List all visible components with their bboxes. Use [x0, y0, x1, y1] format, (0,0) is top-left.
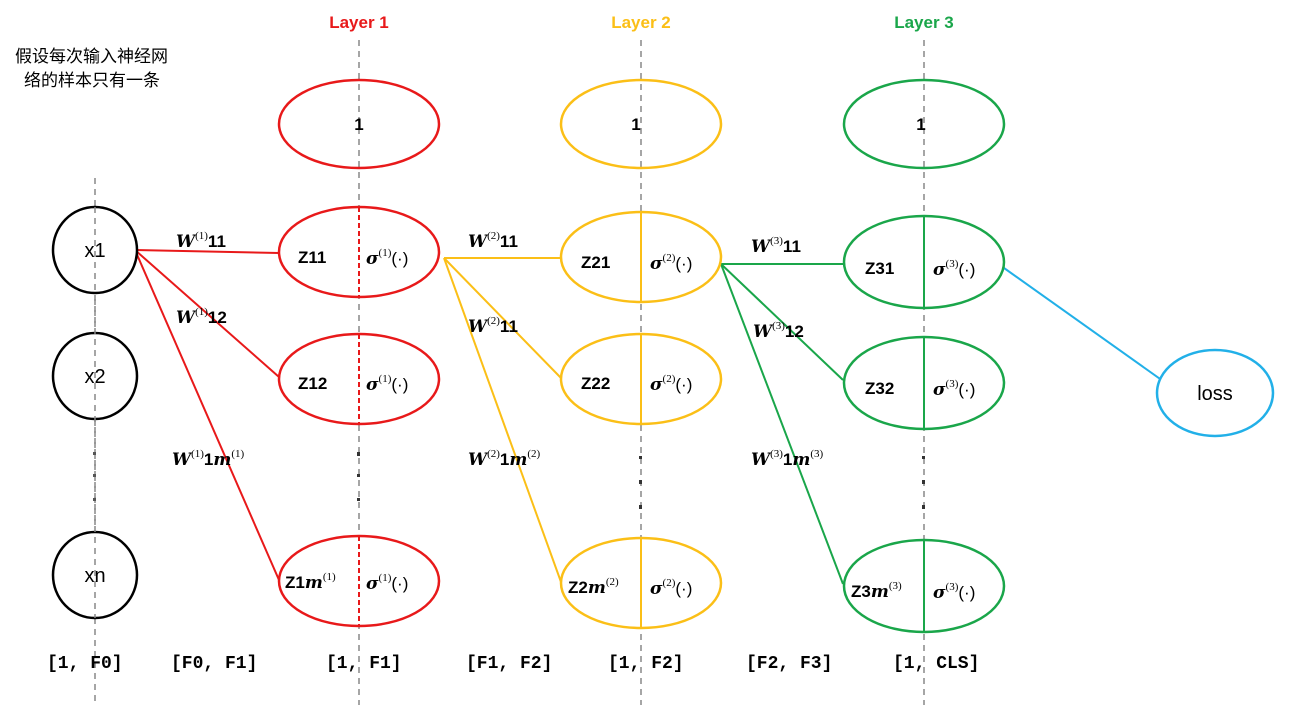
bias-label-layer-1: 1	[354, 115, 363, 134]
weight-label-l1-11: W(1)11	[176, 230, 226, 252]
note-line-1: 假设每次输入神经网	[15, 47, 168, 67]
weight-label-l1-1m: W(1)1m(1)	[172, 448, 245, 470]
sigma-label-z21: σ(2)(·)	[650, 252, 692, 274]
z-label-z31: Z31	[865, 259, 894, 278]
input-nodes	[51, 205, 139, 620]
weight-label-l2-1m: W(2)1m(2)	[468, 448, 541, 470]
sigma-label-z3m: σ(3)(·)	[933, 581, 975, 603]
edge-x1-z11	[134, 249, 280, 254]
z-label-z11: Z11	[298, 248, 326, 267]
loss-label: loss	[1197, 383, 1233, 405]
dim-label-layer-3: [1, CLS]	[893, 654, 979, 674]
sigma-label-z11: σ(1)(·)	[366, 247, 408, 269]
edge-z21-z32	[720, 263, 844, 381]
sigma-label-z22: σ(2)(·)	[650, 373, 692, 395]
layer-1-title: Layer 1	[329, 13, 389, 32]
dim-label-layer-1: [1, F1]	[326, 654, 402, 674]
connections-layer-1	[134, 249, 280, 581]
bias-label-layer-3: 1	[916, 115, 925, 134]
z-label-z3m: Z3m(3)	[851, 580, 902, 602]
weight-label-l3-1m: W(3)1m(3)	[751, 448, 824, 470]
z-label-z1m: Z1m(1)	[285, 571, 336, 593]
sigma-label-z32: σ(3)(·)	[933, 378, 975, 400]
edge-x1-z1m	[134, 249, 280, 581]
edge-x1-z12	[134, 249, 280, 378]
input-label-x2: x2	[84, 366, 105, 388]
dim-label-w2: [F1, F2]	[466, 654, 552, 674]
layer-2-title: Layer 2	[611, 13, 671, 32]
edge-z21-z3m	[720, 263, 844, 585]
note-line-2: 络的样本只有一条	[24, 71, 160, 91]
weight-label-l2-11b: W(2)11	[468, 315, 518, 337]
weight-label-l1-12: W(1)12	[176, 306, 227, 328]
input-ellipsis-dots	[93, 452, 96, 501]
bias-node-layer-1	[277, 78, 441, 170]
guide-lines	[94, 40, 925, 705]
layer-ellipsis-dots	[357, 452, 925, 509]
z-label-z22: Z22	[581, 374, 610, 393]
bias-node-layer-2	[559, 78, 723, 170]
sigma-label-z31: σ(3)(·)	[933, 258, 975, 280]
connections-layer-2	[443, 257, 562, 583]
dim-label-input: [1, F0]	[47, 654, 123, 674]
dim-label-w1: [F0, F1]	[171, 654, 257, 674]
loss-node	[1155, 348, 1275, 438]
input-label-x1: x1	[84, 240, 105, 262]
edge-z11-z22	[443, 257, 562, 379]
weight-label-l3-11: W(3)11	[751, 235, 801, 257]
connections-layer-3	[720, 263, 844, 585]
sigma-label-z12: σ(1)(·)	[366, 373, 408, 395]
edge-z11-z2m	[443, 257, 562, 583]
weight-label-l2-11a: W(2)11	[468, 230, 518, 252]
input-label-xn: xn	[84, 565, 105, 587]
z-label-z12: Z12	[298, 374, 327, 393]
bias-label-layer-2: 1	[631, 115, 640, 134]
dim-label-layer-2: [1, F2]	[608, 654, 684, 674]
dim-label-w3: [F2, F3]	[746, 654, 832, 674]
sigma-label-z2m: σ(2)(·)	[650, 577, 692, 599]
sigma-label-z1m: σ(1)(·)	[366, 572, 408, 594]
bias-node-layer-3	[842, 78, 1006, 170]
edge-z31-loss	[1003, 267, 1171, 387]
z-label-z2m: Z2m(2)	[568, 576, 619, 598]
z-label-z32: Z32	[865, 379, 894, 398]
weight-label-l3-12: W(3)12	[753, 320, 804, 342]
layer-3-title: Layer 3	[894, 13, 954, 32]
z-label-z21: Z21	[581, 253, 610, 272]
